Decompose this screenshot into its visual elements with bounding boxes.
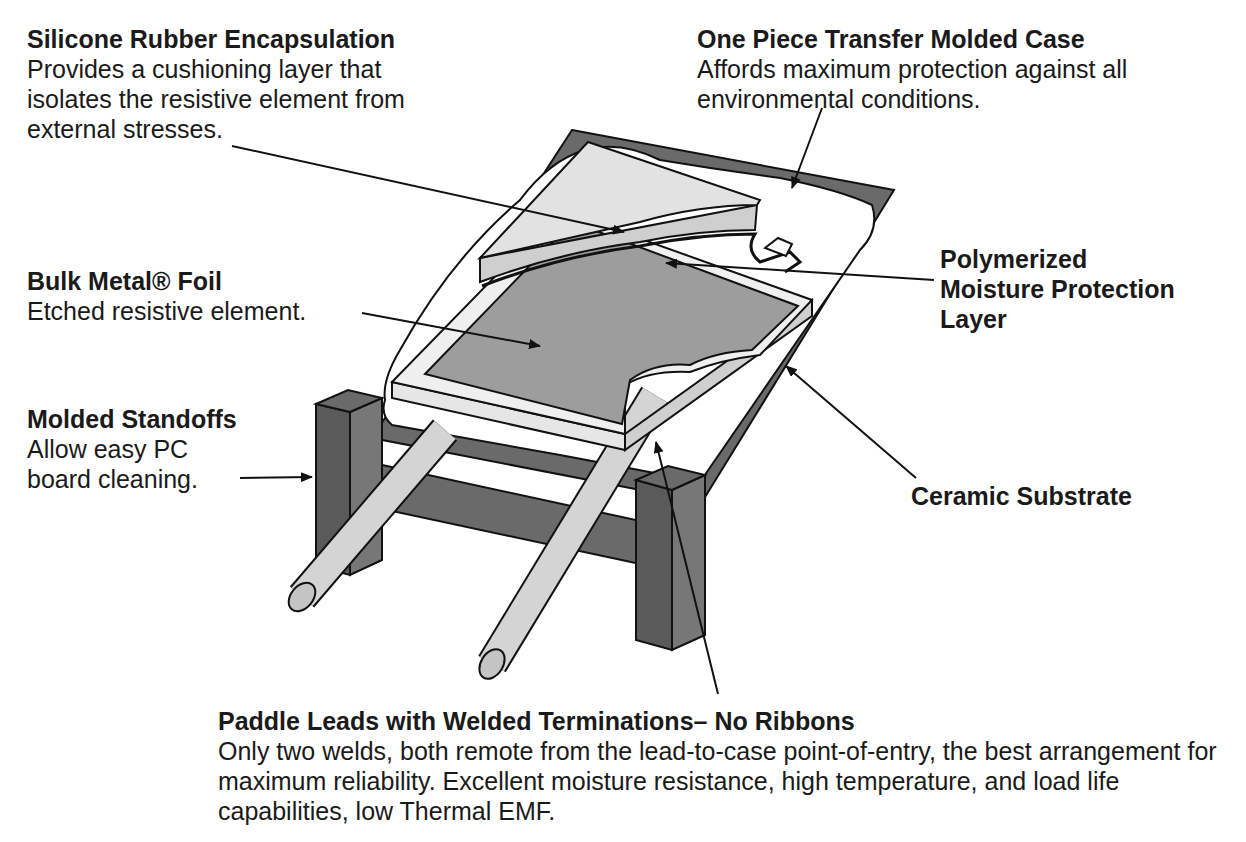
callout-heading: Paddle Leads with Welded Terminations– N… [218, 706, 855, 736]
callout-heading: Polymerized Moisture Protection Layer [940, 244, 1192, 334]
callout-heading: Bulk Metal® Foil [27, 266, 222, 296]
callout-text: Allow easy PC board cleaning. [27, 434, 239, 494]
callout-text: Only two welds, both remote from the lea… [218, 736, 1218, 826]
callout-text: Etched resistive element. [27, 296, 306, 326]
callout-text: Provides a cushioning layer that isolate… [27, 54, 449, 144]
callout-heading: Silicone Rubber Encapsulation [27, 24, 395, 54]
molded-case [316, 130, 894, 650]
leader-lines [232, 108, 934, 694]
bulk-metal-foil [425, 222, 798, 424]
silicone-encapsulation [480, 142, 800, 286]
callout-heading: Ceramic Substrate [911, 481, 1132, 511]
callout-heading: One Piece Transfer Molded Case [697, 24, 1085, 54]
callout-text: Affords maximum protection against all e… [697, 54, 1189, 114]
callout-heading: Molded Standoffs [27, 404, 237, 434]
